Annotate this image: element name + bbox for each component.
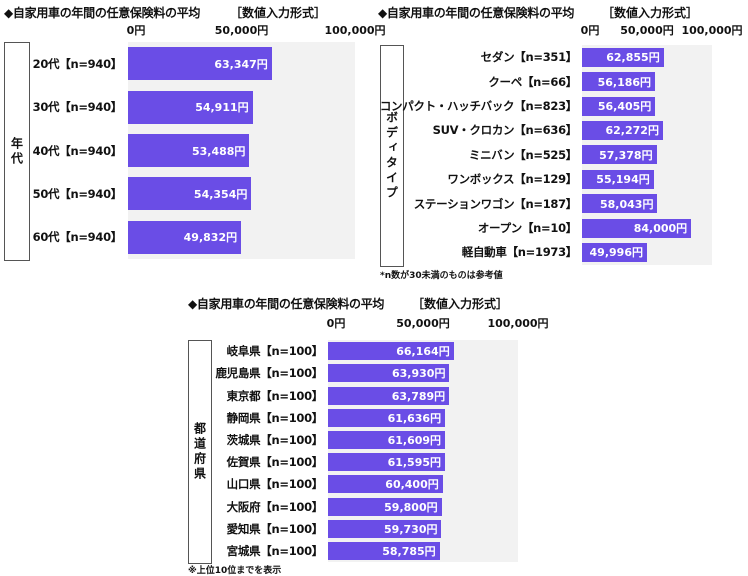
body-chart-title: ◆自家用車の年間の任意保険料の平均 — [378, 6, 575, 20]
pref-bar — [328, 364, 450, 383]
age-value-label: 63,347円 — [214, 57, 268, 71]
age-tick-label: 0円 — [126, 24, 146, 37]
pref-category-label: 山口県【n=100】 — [226, 477, 324, 492]
body-category-label: セダン【n=351】 — [480, 50, 578, 65]
age-bar — [128, 177, 252, 211]
pref-footnote: ※上位10位までを表示 — [188, 566, 282, 576]
pref-value-label: 59,800円 — [384, 500, 438, 514]
pref-bar — [328, 475, 443, 494]
body-unit-label: ［数値入力形式］ — [602, 6, 699, 20]
body-category-label: ワンボックス【n=129】 — [447, 172, 577, 187]
body-category-label: オープン【n=10】 — [477, 221, 577, 235]
body-bar — [582, 145, 657, 165]
age-category-label: 60代【n=940】 — [32, 230, 123, 245]
body-bar — [582, 120, 663, 140]
body-category-label: ステーションワゴン【n=187】 — [413, 196, 578, 211]
body-value-label: 62,855円 — [606, 51, 660, 65]
age-tick-label: 100,000円 — [324, 24, 386, 37]
age-category-label: 40代【n=940】 — [32, 143, 123, 158]
pref-bar — [328, 497, 442, 516]
body-tick-label: 0円 — [580, 24, 600, 37]
body-value-label: 84,000円 — [633, 222, 688, 235]
age-value-label: 49,832円 — [183, 231, 238, 245]
age-category-label: 50代【n=940】 — [32, 186, 123, 201]
pref-category-label: 茨城県【n=100】 — [226, 432, 324, 447]
pref-value-label: 66,164円 — [396, 345, 450, 359]
pref-category-label: 岐阜県【n=100】 — [226, 344, 324, 359]
body-category-label: コンパクト・ハッチバック【n=823】 — [379, 99, 577, 113]
body-tick-label: 50,000円 — [620, 24, 674, 37]
pref-category-label: 静岡県【n=100】 — [226, 410, 324, 425]
body-category-label: 軽自動車【n=1973】 — [461, 245, 578, 260]
age-side-label: 年代 — [9, 136, 24, 167]
body-value-label: 58,043円 — [600, 197, 654, 211]
pref-value-label: 58,785円 — [382, 544, 436, 558]
pref-value-label: 61,636円 — [387, 411, 442, 425]
body-bar — [582, 194, 658, 214]
age-bar — [128, 47, 272, 81]
pref-tick-label: 100,000円 — [487, 317, 549, 330]
pref-bar — [328, 342, 454, 361]
body-value-label: 56,405円 — [597, 100, 652, 113]
body-category-label: ミニバン【n=525】 — [468, 147, 577, 162]
pref-tick-label: 50,000円 — [396, 317, 450, 330]
body-category-label: クーペ【n=66】 — [488, 74, 577, 89]
age-unit-label: ［数値入力形式］ — [230, 6, 327, 20]
pref-bar — [328, 541, 440, 560]
body-value-label: 49,996円 — [589, 246, 643, 260]
body-value-label: 57,378円 — [599, 148, 653, 162]
body-bar — [582, 169, 654, 189]
pref-value-label: 61,595円 — [387, 456, 442, 470]
body-value-label: 56,186円 — [597, 75, 652, 89]
age-bar — [128, 134, 250, 167]
age-bar — [128, 90, 253, 124]
age-bar — [128, 220, 242, 254]
body-bar — [582, 218, 692, 238]
pref-bar — [328, 386, 450, 405]
body-bar — [582, 96, 656, 116]
age-category-label: 20代【n=940】 — [32, 56, 123, 71]
body-side-label-box: ボディタイプ — [380, 45, 404, 267]
pref-chart-title: ◆自家用車の年間の任意保険料の平均 — [188, 297, 385, 311]
body-footnote: *n数が30未満のものは参考値 — [380, 271, 503, 281]
pref-bar — [328, 408, 446, 427]
pref-bar — [328, 430, 446, 449]
pref-category-label: 宮城県【n=100】 — [226, 543, 324, 558]
age-value-label: 54,911円 — [195, 101, 249, 115]
pref-value-label: 61,609円 — [387, 433, 442, 447]
age-chart-title: ◆自家用車の年間の任意保険料の平均 — [4, 6, 201, 20]
body-bar — [582, 47, 664, 67]
pref-bar — [328, 519, 442, 538]
pref-value-label: 59,730円 — [384, 522, 438, 536]
pref-category-label: 佐賀県【n=100】 — [226, 455, 324, 470]
pref-value-label: 63,930円 — [392, 367, 446, 381]
body-tick-label: 100,000円 — [681, 24, 743, 37]
pref-bar — [328, 453, 446, 472]
body-side-label: ボディタイプ — [384, 110, 399, 201]
pref-category-label: 大阪府【n=100】 — [226, 499, 324, 514]
pref-category-label: 愛知県【n=100】 — [226, 521, 324, 536]
pref-unit-label: ［数値入力形式］ — [412, 297, 509, 311]
body-bar — [582, 242, 647, 262]
pref-value-label: 63,789円 — [391, 389, 446, 403]
body-value-label: 55,194円 — [596, 173, 650, 187]
body-bar — [582, 72, 656, 92]
pref-side-label: 都道府県 — [192, 422, 207, 482]
pref-category-label: 鹿児島県【n=100】 — [215, 366, 323, 381]
age-category-label: 30代【n=940】 — [32, 100, 123, 115]
age-value-label: 53,488円 — [191, 144, 246, 158]
age-value-label: 54,354円 — [193, 187, 248, 201]
age-side-label-box: 年代 — [4, 42, 30, 261]
body-category-label: SUV・クロカン【n=636】 — [432, 123, 578, 138]
pref-side-label-box: 都道府県 — [188, 340, 212, 564]
pref-tick-label: 0円 — [326, 317, 346, 330]
pref-value-label: 60,400円 — [385, 478, 439, 492]
pref-category-label: 東京都【n=100】 — [226, 388, 324, 403]
age-tick-label: 50,000円 — [214, 24, 269, 37]
body-value-label: 62,272円 — [605, 124, 659, 138]
